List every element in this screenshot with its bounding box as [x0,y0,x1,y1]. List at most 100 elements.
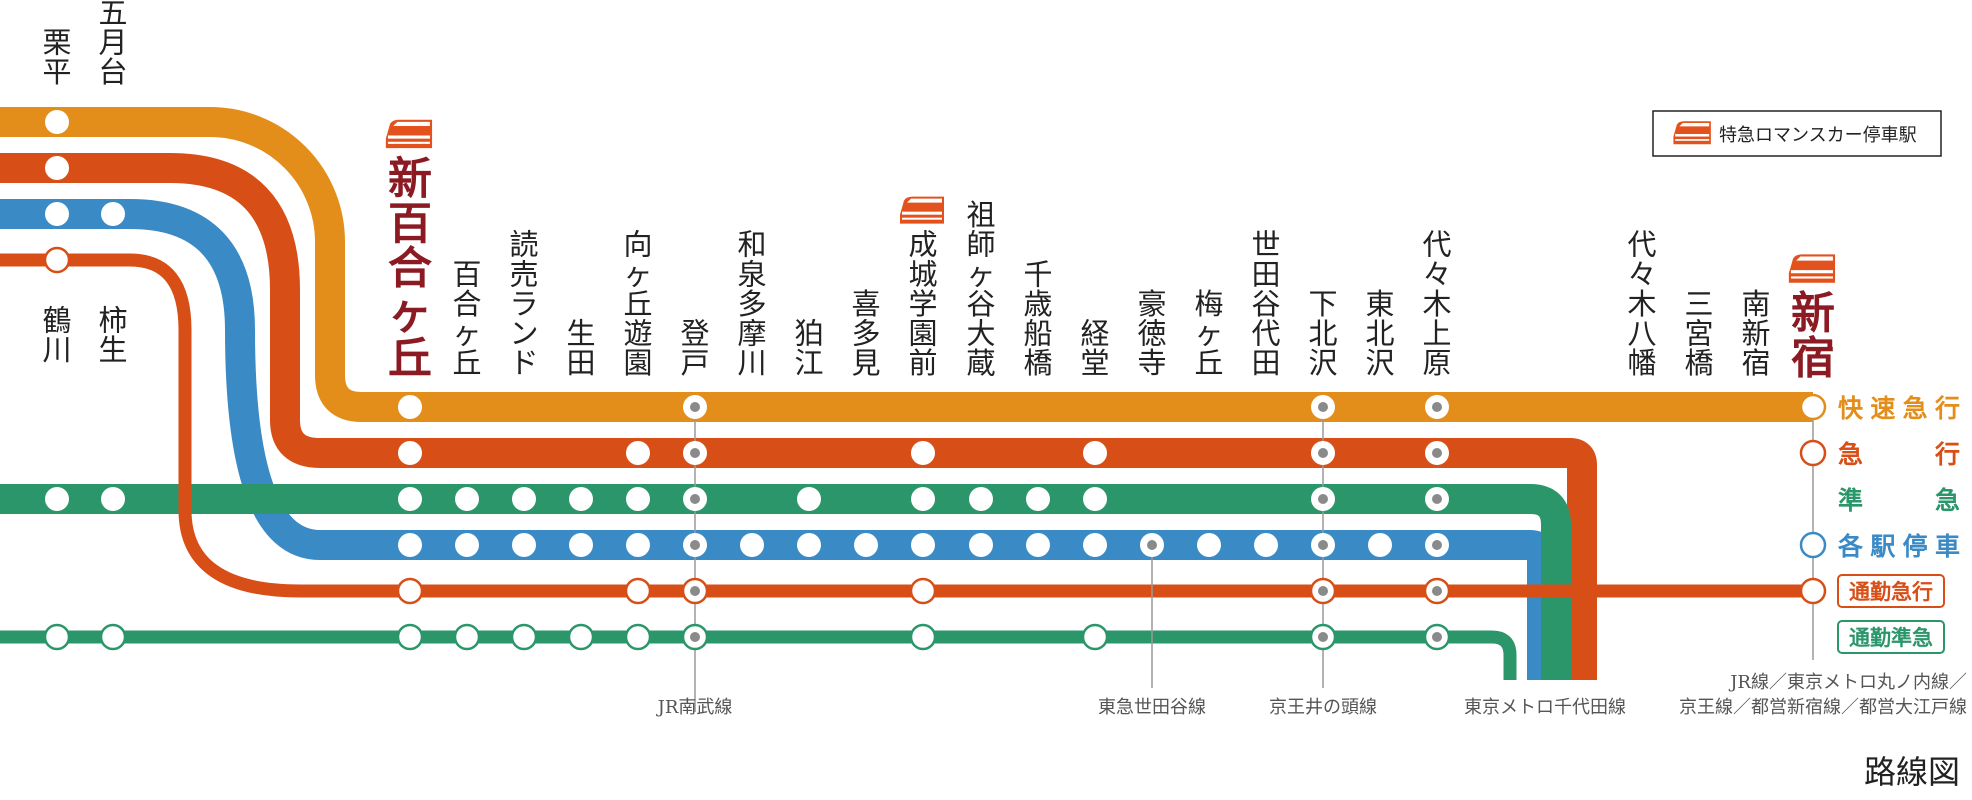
station-marker [1309,577,1337,605]
service-name: 各駅停車 [1837,532,1960,561]
station-marker [969,487,993,511]
station-label-char: 遊 [623,316,652,350]
station-marker [396,577,424,605]
station-label-char: 鶴 [42,303,71,337]
station-marker [1083,533,1107,557]
station-label-char: 戸 [680,346,709,380]
station-marker [624,577,652,605]
station-marker [683,487,707,511]
station-label-char: 船 [1023,316,1052,350]
station-label-char: ヶ [452,316,481,350]
station-label: 東北沢 [1365,287,1394,380]
station-marker [1799,531,1827,559]
station-marker [455,487,479,511]
service-name: 通勤準急 [1849,626,1933,650]
station-label-char: 豪 [1137,287,1166,321]
line-local [0,199,1557,680]
station-marker [101,202,125,226]
station-label-char: 寺 [1137,346,1166,380]
station-label-char: 宿 [1791,333,1835,384]
station-label-char: 登 [680,316,709,350]
station-label-char: 徳 [1137,316,1166,350]
station-label-char: 南 [1741,287,1770,321]
station-label-char: 栗 [42,25,71,59]
station-label-char: 新 [1791,288,1835,339]
map-title: 路線図 [1864,753,1960,791]
station-label-char: 喜 [851,287,880,321]
station-marker [909,577,937,605]
station-marker [624,623,652,651]
station-marker [43,246,71,274]
station-label-char: 経 [1080,316,1109,350]
line-rapid-express [0,107,1813,422]
station-label-char: 木 [1422,287,1451,321]
station-marker [398,487,422,511]
station-label-char: 代 [1422,228,1451,262]
station-label-char: 師 [966,228,995,262]
station-label-char: 売 [509,257,538,291]
station-marker [45,533,69,557]
station-label-char: 丘 [623,287,652,321]
station-label-char: 代 [1627,228,1656,262]
station-label: 豪徳寺 [1137,287,1166,380]
station-label-char: 橋 [1684,346,1713,380]
station-label-char: 前 [908,346,937,380]
line-commuter-semi-express [0,630,1517,680]
station-marker [854,533,878,557]
station-label: 鶴川 [42,303,71,367]
station-label-char: ヶ [966,257,995,291]
station-label-char: 木 [1627,287,1656,321]
station-label-char: 生 [566,316,595,350]
romancecar-icon [1788,254,1836,283]
romancecar-icon [385,119,433,149]
station-marker [43,623,71,651]
service-name: 快速急行 [1838,394,1960,423]
station-markers [43,110,1827,651]
station-marker [683,395,707,419]
station-label: 経堂 [1080,316,1109,380]
station-label-char: 園 [623,346,652,380]
station-marker [1081,623,1109,651]
station-label-char: ヶ [1194,316,1223,350]
station-label-char: 丘 [388,333,432,384]
station-marker [1799,439,1827,467]
station-marker [626,487,650,511]
line-commuter-express [0,253,1813,598]
station-label-char: 江 [794,346,823,380]
station-label-char: 祖 [966,198,995,232]
connection-label: 京王井の頭線 [1269,697,1377,718]
station-label: 新宿 [1791,288,1835,384]
station-marker [398,533,422,557]
station-label-char: 多 [851,316,880,350]
service-box [1837,620,1945,654]
station-marker [1425,395,1449,419]
service-label: 通勤準急 [1837,620,1945,654]
station-marker [683,441,707,465]
station-marker [1425,441,1449,465]
station-label-char: 五 [98,0,127,30]
station-marker [683,533,707,557]
station-label-char: ラ [509,287,538,321]
station-marker [1799,577,1827,605]
station-label-char: 下 [1308,287,1337,321]
station-label-char: 沢 [1365,346,1394,380]
station-marker [911,533,935,557]
station-label-char: 々 [1422,257,1451,291]
station-label-char: ヶ [623,257,652,291]
station-label-char: 堂 [1080,346,1109,380]
station-marker [569,487,593,511]
service-box [1837,574,1945,608]
station-label-char: 百 [388,198,432,249]
station-label-char: 梅 [1194,287,1223,321]
station-label-char: 々 [1627,257,1656,291]
route-lines [0,107,1813,680]
station-label-char: 月 [98,25,127,59]
